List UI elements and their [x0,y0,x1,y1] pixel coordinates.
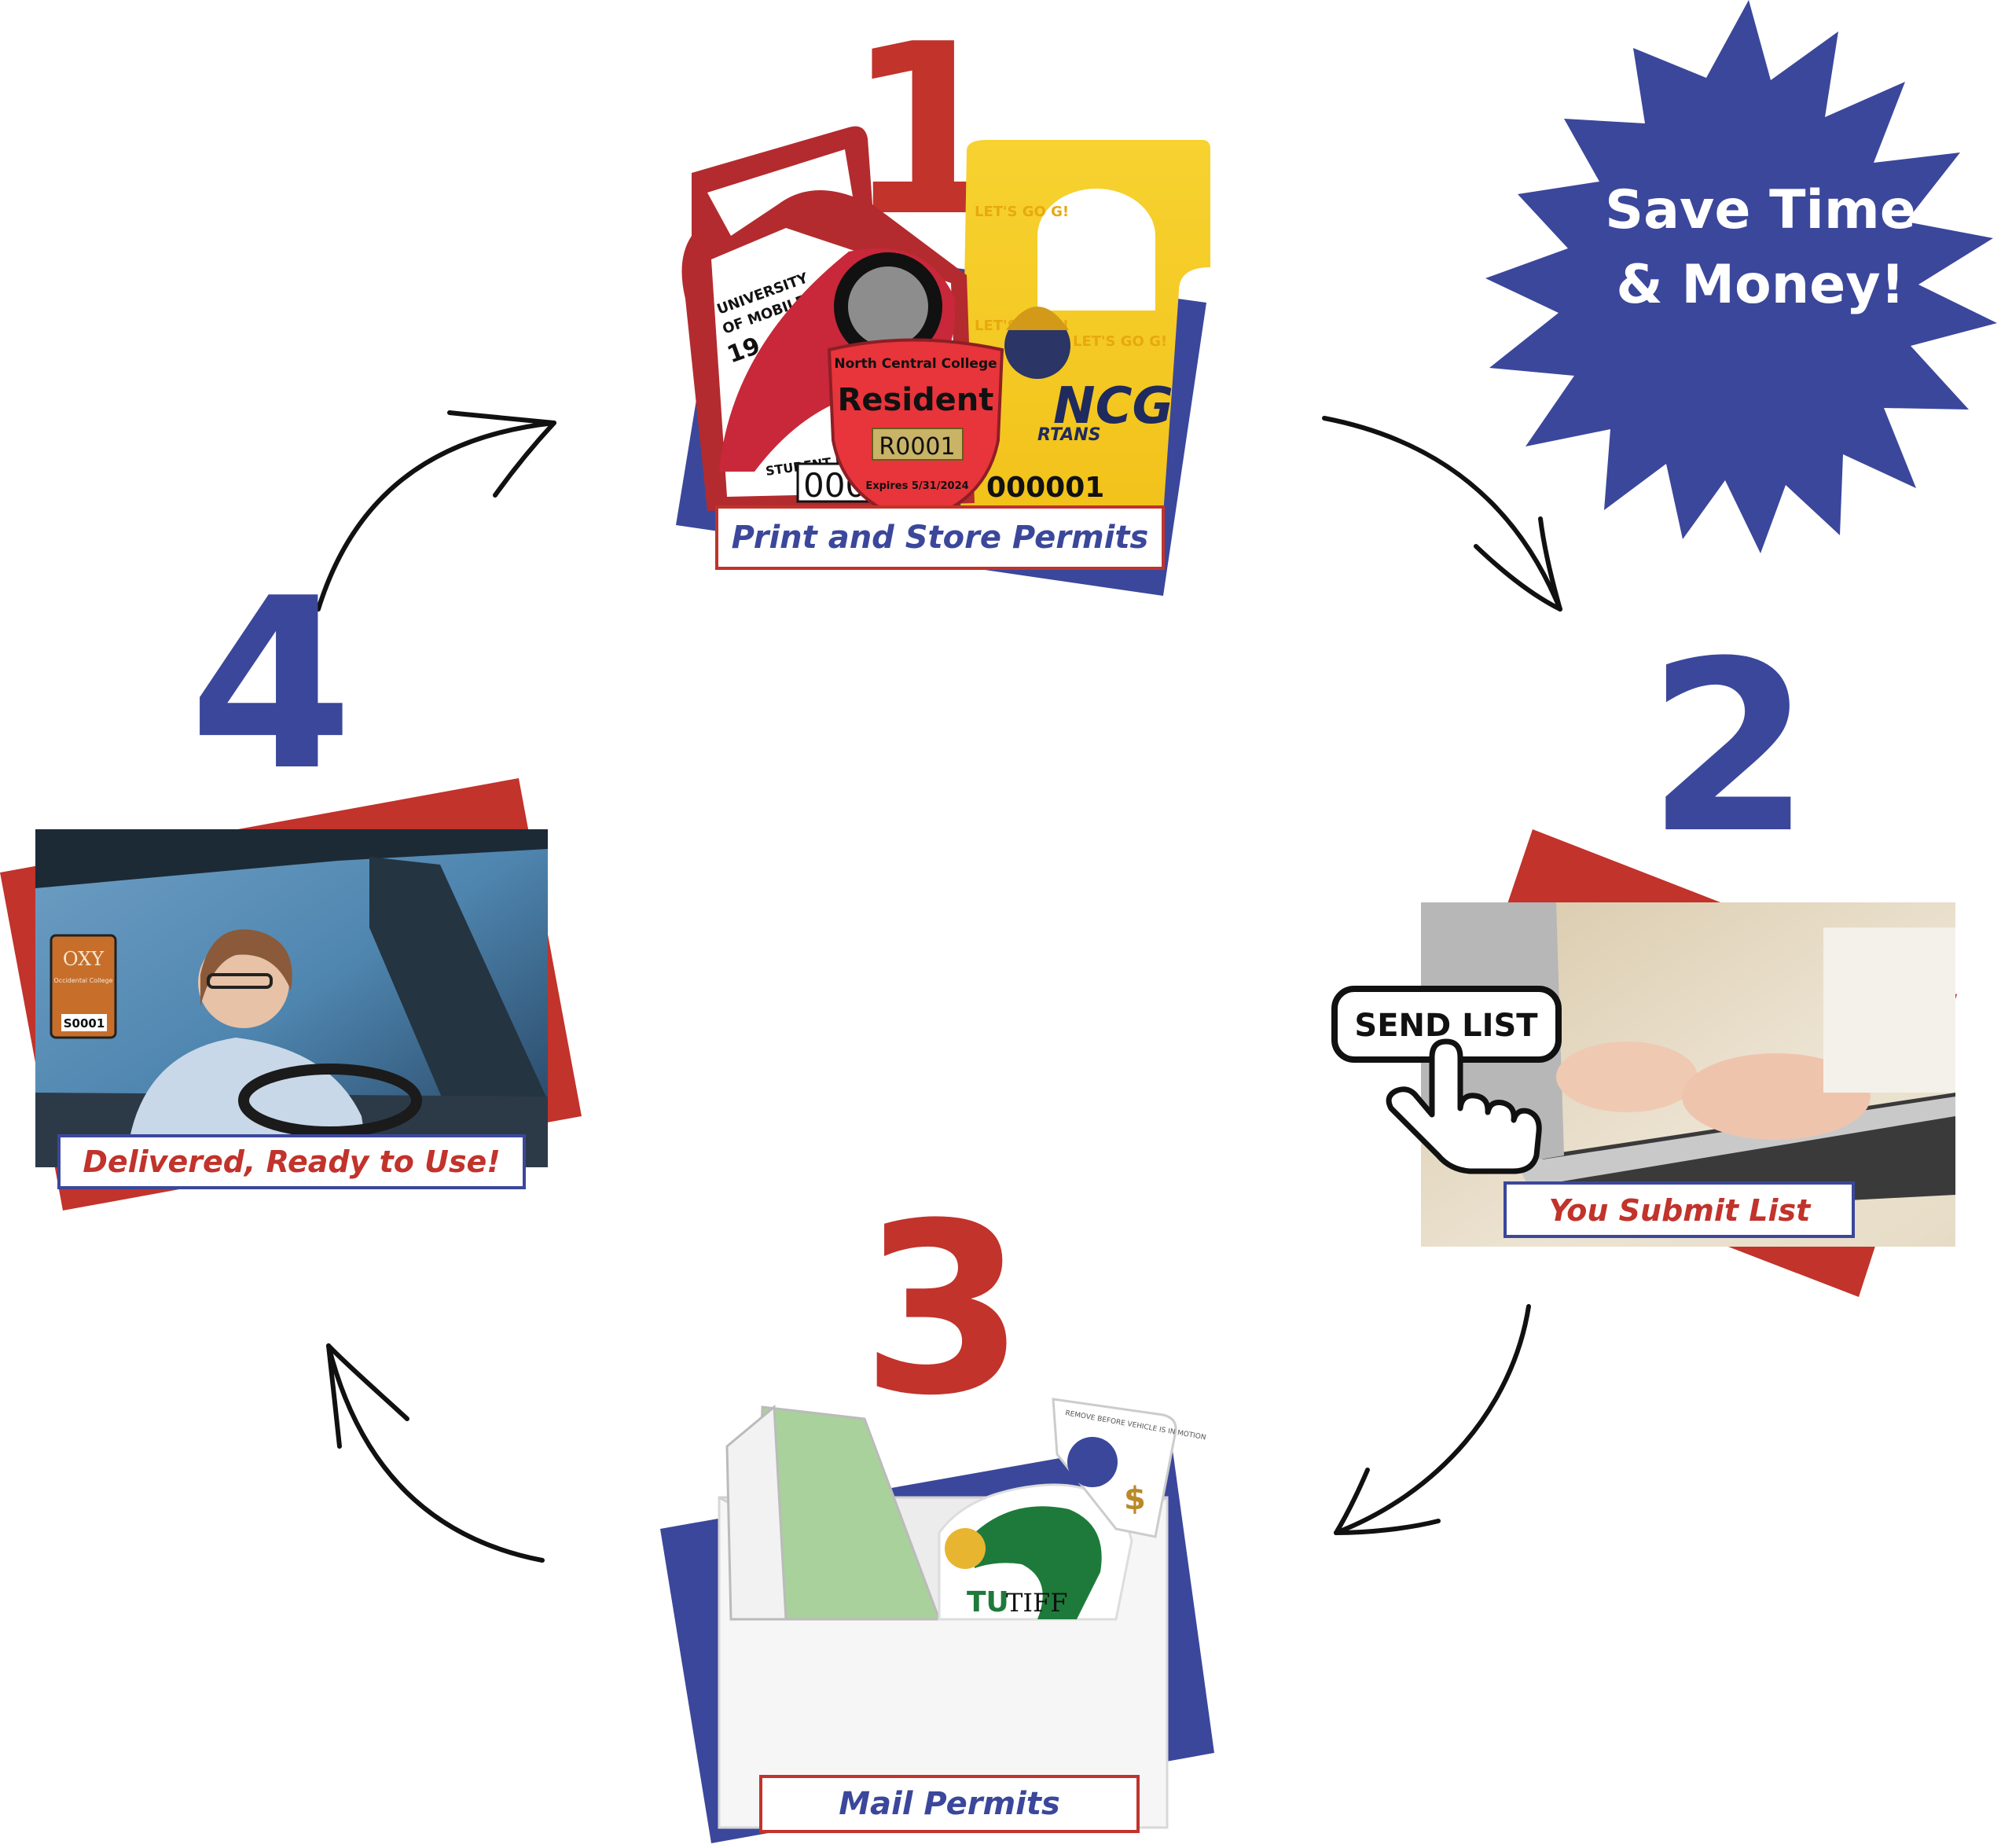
car-tag-code: S0001 [64,1016,105,1031]
step-1: 1 LET'S GO G! LET'S GO G! LET'S GO G! NC… [676,0,1210,596]
shield-expires: Expires 5/31/2024 [865,480,968,492]
arrow-step4-to-step1 [316,421,556,612]
envelope: TU TIFF $ REMOVE BEFORE VEHICLE IS IN MO… [718,1398,1206,1829]
badge-line-1: Save Time [1605,179,1916,241]
brochure-page [725,1404,788,1621]
step-4-caption-box [57,1134,526,1189]
step-2: 2 SEND LIST You Submit List [1331,611,1957,1297]
arrow-step2-to-step3 [1334,1304,1531,1535]
steering-wheel [238,1064,422,1137]
arrowhead-step1 [447,410,556,498]
arrow-step3-to-step4 [326,1343,545,1563]
spartan-crest-icon [1006,307,1069,330]
yellow-permit-slogan-3: LET'S GO G! [1073,333,1167,350]
step-4: 4 OXY Occidental College S0001 Delivered… [0,548,582,1211]
step-4-caption: Delivered, Ready to Use! [83,1144,500,1179]
car-photo: OXY Occidental College S0001 [35,829,548,1167]
shield-permit: North Central College Resident R0001 Exp… [827,338,1004,525]
send-list-callout: SEND LIST [1331,986,1562,1174]
car-hang-tag [50,934,117,1039]
cycle-arrows [316,410,1562,1563]
starburst-shape [1485,0,1997,553]
mail-tag-name: TIFF [1006,1588,1067,1618]
step-3: 3 TU TIFF $ REMOVE BEFORE VEHICLE IS IN … [660,1173,1214,1843]
left-hand [1556,1042,1698,1112]
mail-tag-dollar: $ [1124,1481,1146,1517]
shield-college: North Central College [834,356,997,372]
badge-line-2: & Money! [1616,254,1904,316]
arrow-step1-to-step2 [1322,416,1562,612]
car-tag-brand: OXY [63,948,105,970]
car-pillar [369,857,548,1167]
shield-code-box [872,428,964,461]
shield-resident: Resident [838,382,994,418]
step-3-number: 3 [861,1173,1026,1447]
step-1-caption: Print and Store Permits [732,520,1149,556]
mail-tag-logo: TU [967,1586,1009,1618]
flame-icon [945,1528,986,1569]
step-2-caption-box [1503,1181,1855,1238]
yellow-permit-team: RTANS [1037,425,1101,445]
shield-code: R0001 [879,433,955,461]
hang-tag-hole [1067,1437,1118,1487]
arrowhead-step3 [1334,1468,1441,1535]
step-3-caption: Mail Permits [839,1786,1060,1822]
driver-glasses [207,973,273,989]
step-4-number: 4 [189,548,354,822]
arrowhead-step4 [326,1343,409,1449]
step-1-caption-box [715,505,1165,570]
send-list-label: SEND LIST [1354,1008,1538,1044]
yellow-permit-logo: NCG [1053,377,1173,435]
car-tag-code-box [61,1014,107,1031]
save-time-badge: Save Time & Money! [1485,0,1997,553]
yellow-permit: LET'S GO G! LET'S GO G! LET'S GO G! NCG … [960,140,1210,515]
dragon-mascot-icon [975,1506,1102,1619]
sleeve [1823,928,1955,1093]
car-tag-sub: Occidental College [53,977,112,984]
yellow-permit-slogan: LET'S GO G! [975,204,1069,220]
step-2-number: 2 [1647,611,1812,885]
step-2-caption: You Submit List [1549,1193,1812,1228]
step-3-caption-box [759,1775,1140,1833]
arrowhead-step2 [1474,516,1562,612]
pointer-hand-icon [1386,1038,1542,1174]
yellow-permit-number: 000001 [986,472,1104,504]
car-roof [35,829,548,888]
driver-hair [200,929,292,1006]
